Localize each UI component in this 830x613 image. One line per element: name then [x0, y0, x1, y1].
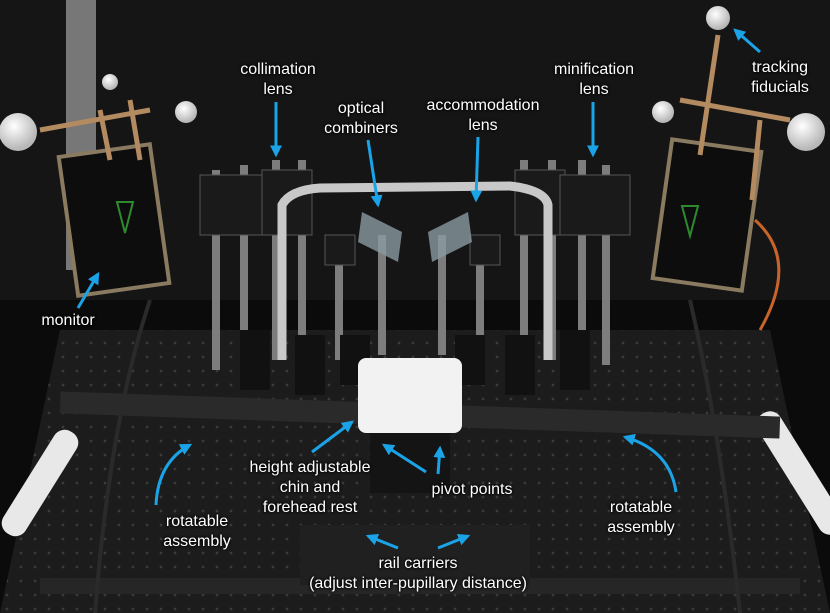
label-optical-combiners: optical combiners: [324, 100, 398, 137]
arrow-optical: [366, 139, 383, 208]
label-minification-lens: minification lens: [553, 61, 635, 98]
label-tracking-fiducials: tracking fiducials: [751, 59, 809, 96]
fiducial-ball: [0, 113, 37, 151]
arrow-accommodation: [470, 136, 483, 203]
label-height-adjustable-rest: height adjustable chin and forehead rest: [249, 459, 371, 516]
bottom-rail: [40, 578, 800, 594]
cable-left: [93, 299, 152, 613]
label-rotatable-assembly-left: rotatable assembly: [163, 513, 231, 550]
label-pivot-points: pivot points: [431, 481, 513, 498]
label-monitor: monitor: [41, 312, 95, 329]
fiducial-frame-right: [679, 34, 791, 201]
left-pipe: [1, 429, 79, 537]
arrow-pivot-left: [381, 443, 427, 474]
fiducial-ball: [175, 101, 197, 123]
fiducial-ball: [787, 113, 825, 151]
right-pipe: [756, 411, 830, 535]
label-collimation-lens: collimation lens: [240, 61, 316, 98]
optical-combiner-right: [428, 212, 472, 262]
optical-combiner-left: [358, 212, 402, 262]
arrow-tracking: [733, 28, 761, 54]
arrow-rot-left: [154, 443, 193, 506]
monitor-left-image: [115, 201, 135, 234]
fiducial-ball: [102, 74, 118, 90]
fiducial-frame-left: [39, 99, 151, 161]
monitor-right: [650, 137, 764, 293]
arrow-rot-right: [622, 433, 678, 493]
fiducial-ball: [706, 6, 730, 30]
arrow-rail-left: [365, 533, 399, 550]
arrow-monitor: [76, 271, 100, 309]
cable-orange: [754, 218, 781, 331]
fiducial-ball: [652, 101, 674, 123]
arrow-rail-right: [437, 533, 471, 550]
arrow-pivot-right: [433, 445, 446, 475]
label-rail-carriers: rail carriers (adjust inter-pupillary di…: [309, 555, 527, 592]
tracking-fiducials: [0, 6, 825, 151]
monitor-right-image: [680, 205, 700, 240]
label-rotatable-assembly-right: rotatable assembly: [607, 499, 675, 536]
arrow-height-rest: [311, 420, 354, 454]
label-accommodation-lens: accommodation lens: [426, 97, 540, 134]
rail-carrier-plate: [300, 525, 530, 585]
monitor-left: [56, 142, 172, 298]
post-bases: [240, 330, 590, 395]
lens-mounts: [199, 169, 631, 266]
annotation-arrows: [76, 28, 761, 550]
head-frame-bar: [277, 181, 553, 360]
chin-rest-block: [358, 358, 462, 433]
cable-right: [688, 299, 742, 613]
